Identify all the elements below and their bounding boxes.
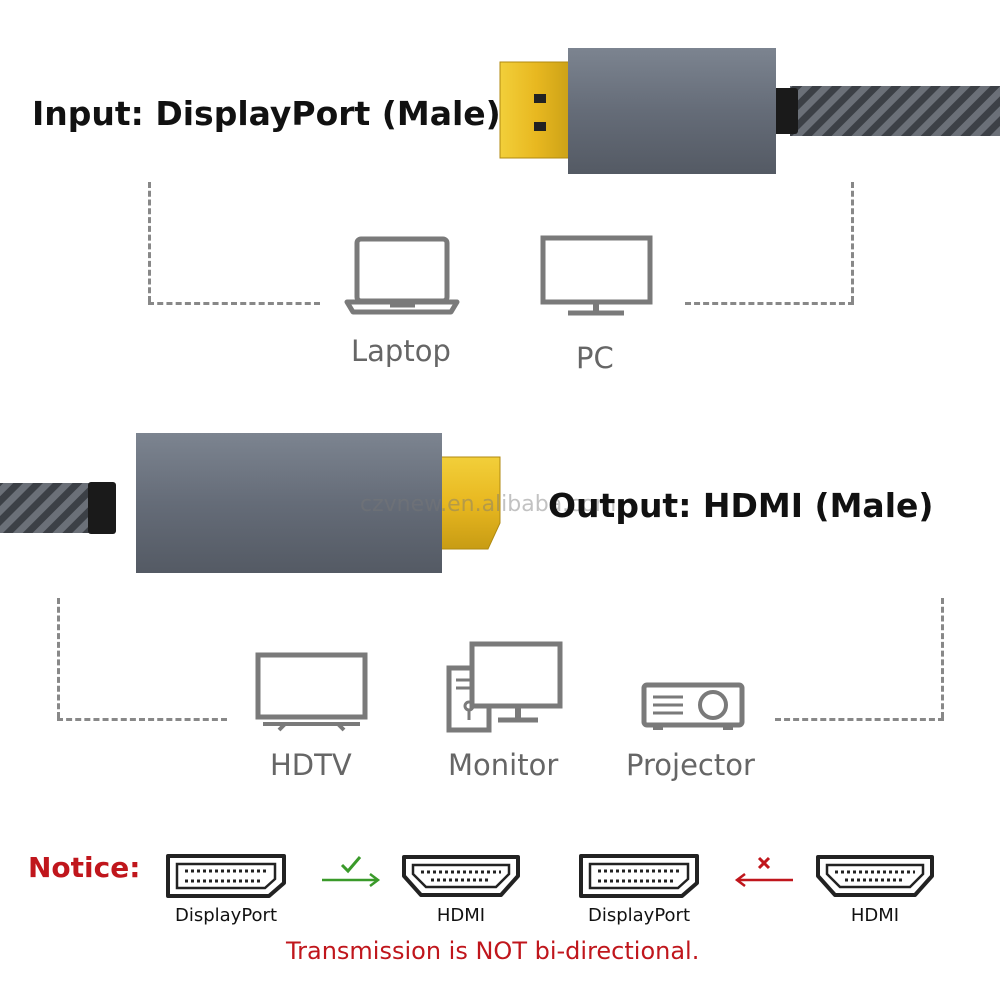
displayport-cable-image xyxy=(499,48,1000,174)
output-bracket-left xyxy=(57,598,60,718)
output-bracket-left-h xyxy=(57,718,227,721)
port-label-displayport-2: DisplayPort xyxy=(587,905,691,926)
notice-label: Notice: xyxy=(28,851,141,884)
input-title: Input: DisplayPort (Male) xyxy=(32,94,501,133)
desktop-computer-icon xyxy=(446,641,563,733)
device-label-pc: PC xyxy=(576,341,614,375)
check-arrow-icon xyxy=(322,856,381,887)
input-bracket-right-h xyxy=(685,302,854,305)
port-label-hdmi-2: HDMI xyxy=(850,905,900,926)
device-label-hdtv: HDTV xyxy=(270,748,352,782)
displayport-port-icon xyxy=(579,854,699,898)
output-bracket-right-h xyxy=(775,718,944,721)
device-label-laptop: Laptop xyxy=(351,334,451,368)
displayport-port-icon xyxy=(166,854,286,898)
output-bracket-right xyxy=(941,598,944,718)
port-label-hdmi-1: HDMI xyxy=(436,905,486,926)
laptop-icon xyxy=(344,236,460,315)
input-bracket-right xyxy=(851,182,854,302)
cross-arrow-icon xyxy=(734,856,793,887)
device-label-projector: Projector xyxy=(626,748,755,782)
port-label-displayport-1: DisplayPort xyxy=(174,905,278,926)
device-label-monitor: Monitor xyxy=(448,748,559,782)
projector-icon xyxy=(641,682,745,730)
output-title: Output: HDMI (Male) xyxy=(548,486,934,525)
input-bracket-left-h xyxy=(148,302,320,305)
hdmi-cable-image xyxy=(0,433,501,573)
watermark: czvnew.en.alibaba.com xyxy=(360,492,617,517)
input-bracket-left xyxy=(148,182,151,302)
hdmi-port-icon xyxy=(816,855,934,897)
pc-monitor-icon xyxy=(540,235,653,316)
tv-icon xyxy=(255,652,368,732)
warning-text: Transmission is NOT bi-directional. xyxy=(286,937,700,965)
hdmi-port-icon xyxy=(402,855,520,897)
